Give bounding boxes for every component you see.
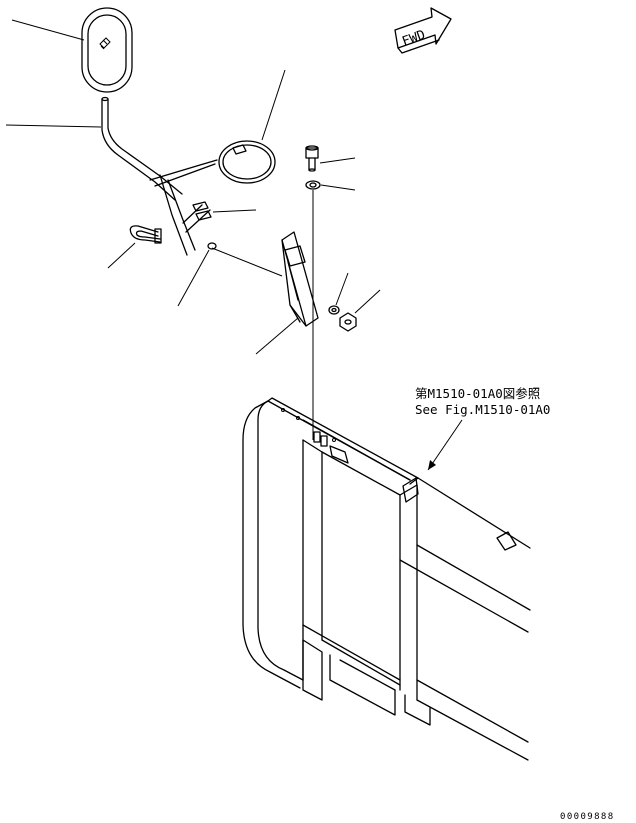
mirror-stay xyxy=(5,96,218,256)
stay-nuts xyxy=(192,201,257,221)
fwd-label: FWD xyxy=(400,28,427,50)
forward-direction-arrow-icon: FWD xyxy=(394,7,452,54)
stay-washer xyxy=(177,242,217,307)
frame xyxy=(242,397,531,761)
u-bolt xyxy=(107,225,162,269)
mirror-head xyxy=(11,7,133,93)
hose-clamp xyxy=(218,69,286,184)
mirror-icon xyxy=(99,37,111,50)
washer xyxy=(305,180,356,191)
spring-washer xyxy=(328,272,349,315)
bracket xyxy=(211,231,319,355)
reference-note: 第M1510-01A0図参照 See Fig.M1510-01A0 xyxy=(415,386,550,471)
nut xyxy=(339,289,381,332)
page-id: 00009888 xyxy=(560,812,615,822)
reference-note-jp: 第M1510-01A0図参照 xyxy=(415,386,540,401)
bolt xyxy=(305,145,356,172)
reference-note-en: See Fig.M1510-01A0 xyxy=(415,402,550,417)
